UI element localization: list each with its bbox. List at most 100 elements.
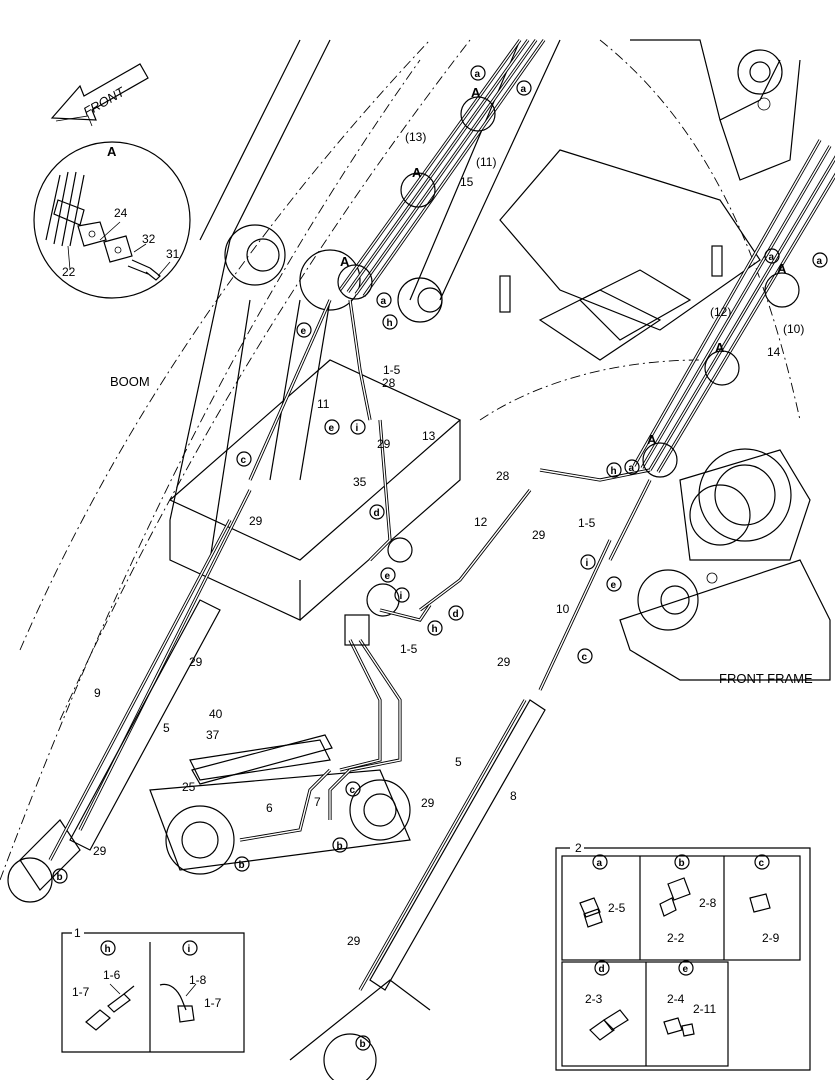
label-29: 29 <box>347 934 361 948</box>
svg-text:2-3: 2-3 <box>585 992 603 1006</box>
label-14: 14 <box>767 345 781 359</box>
front-direction-arrow: FRONT <box>50 63 149 127</box>
svg-text:h: h <box>432 624 438 635</box>
label-12: 12 <box>474 515 488 529</box>
region-labels: BOOM FRONT FRAME <box>110 374 813 686</box>
label-29: 29 <box>249 514 263 528</box>
label-35: 35 <box>353 475 367 489</box>
callout-i: i <box>350 419 366 435</box>
svg-text:e: e <box>385 571 391 582</box>
callout-b: b <box>234 856 250 872</box>
callout-e: e <box>324 419 340 435</box>
callout-d: d <box>448 605 464 621</box>
svg-text:1: 1 <box>74 926 81 940</box>
svg-text:i: i <box>400 591 403 602</box>
callout-e: e <box>380 567 396 583</box>
label-29: 29 <box>93 844 107 858</box>
svg-text:b: b <box>239 860 245 871</box>
letter-callouts: a a a h e e i c d e i d h h a i e c a a … <box>52 65 828 1051</box>
svg-text:2-8: 2-8 <box>699 896 717 910</box>
svg-text:a: a <box>629 463 635 474</box>
svg-text:b: b <box>360 1039 366 1050</box>
label-5: 5 <box>455 755 462 769</box>
callout-b: b <box>355 1035 371 1051</box>
svg-text:2-2: 2-2 <box>667 931 685 945</box>
svg-text:d: d <box>599 964 605 975</box>
svg-text:A: A <box>412 165 422 180</box>
front-arrow-label: FRONT <box>81 84 128 120</box>
svg-text:d: d <box>374 508 380 519</box>
label-29: 29 <box>421 796 435 810</box>
svg-text:a: a <box>475 69 481 80</box>
detail-a-view: A 24 32 31 22 <box>33 141 191 299</box>
callout-a: a <box>470 65 486 81</box>
label-13-paren: (13) <box>405 130 426 144</box>
label-6: 6 <box>266 801 273 815</box>
boom-structure <box>0 39 831 1080</box>
label-15: 15 <box>460 175 474 189</box>
svg-text:e: e <box>301 326 307 337</box>
label-12-paren: (12) <box>710 305 731 319</box>
callout-i: i <box>580 554 596 570</box>
label-1-5: 1-5 <box>400 642 418 656</box>
svg-text:1-6: 1-6 <box>103 968 121 982</box>
label-1-5: 1-5 <box>578 516 596 530</box>
svg-text:a: a <box>769 252 775 263</box>
part-number-labels: (13) (11) 15 (12) (10) 14 1-5 28 11 13 2… <box>93 130 804 948</box>
svg-text:31: 31 <box>166 247 180 261</box>
callout-i: i <box>394 587 410 603</box>
svg-text:22: 22 <box>62 265 76 279</box>
svg-text:2-9: 2-9 <box>762 931 780 945</box>
svg-text:h: h <box>611 466 617 477</box>
svg-text:e: e <box>683 964 689 975</box>
hydraulic-lines <box>48 39 835 991</box>
label-29: 29 <box>377 437 391 451</box>
svg-text:b: b <box>679 858 685 869</box>
label-28: 28 <box>496 469 510 483</box>
label-29: 29 <box>497 655 511 669</box>
svg-text:b: b <box>337 841 343 852</box>
svg-text:A: A <box>777 261 787 276</box>
svg-text:c: c <box>759 858 765 869</box>
callout-a: a <box>764 248 780 264</box>
label-11: 11 <box>317 397 330 411</box>
label-28: 28 <box>382 376 396 390</box>
detail-a-title: A <box>107 144 117 159</box>
svg-text:2: 2 <box>575 841 582 855</box>
callout-h: h <box>382 314 398 330</box>
svg-text:a: a <box>521 84 527 95</box>
label-40: 40 <box>209 707 223 721</box>
svg-text:A: A <box>647 432 657 447</box>
callout-d: d <box>369 504 385 520</box>
svg-text:2-5: 2-5 <box>608 901 626 915</box>
label-29: 29 <box>189 655 203 669</box>
label-11-paren: (11) <box>476 155 496 169</box>
label-5: 5 <box>163 721 170 735</box>
svg-text:e: e <box>329 423 335 434</box>
svg-text:1-8: 1-8 <box>189 973 207 987</box>
label-7: 7 <box>314 795 321 809</box>
svg-text:b: b <box>57 872 63 883</box>
svg-text:c: c <box>350 785 356 796</box>
label-10-paren: (10) <box>783 322 804 336</box>
label-37: 37 <box>206 728 220 742</box>
callout-e: e <box>606 576 622 592</box>
svg-text:e: e <box>611 580 617 591</box>
svg-text:a: a <box>597 858 603 869</box>
callout-b: b <box>332 837 348 853</box>
svg-text:i: i <box>586 558 589 569</box>
front-frame-label: FRONT FRAME <box>719 671 813 686</box>
svg-text:d: d <box>453 609 459 620</box>
kit-1-inset: 1 h i 1-6 1-7 1-8 1-7 <box>61 926 245 1053</box>
callout-b: b <box>52 868 68 884</box>
svg-text:A: A <box>340 254 350 269</box>
svg-text:h: h <box>387 318 393 329</box>
label-9: 9 <box>94 686 101 700</box>
svg-text:i: i <box>356 423 359 434</box>
svg-text:2-11: 2-11 <box>693 1002 716 1016</box>
label-29: 29 <box>532 528 546 542</box>
callout-c: c <box>345 781 361 797</box>
svg-text:1-7: 1-7 <box>72 985 90 999</box>
callout-c: c <box>236 451 252 467</box>
